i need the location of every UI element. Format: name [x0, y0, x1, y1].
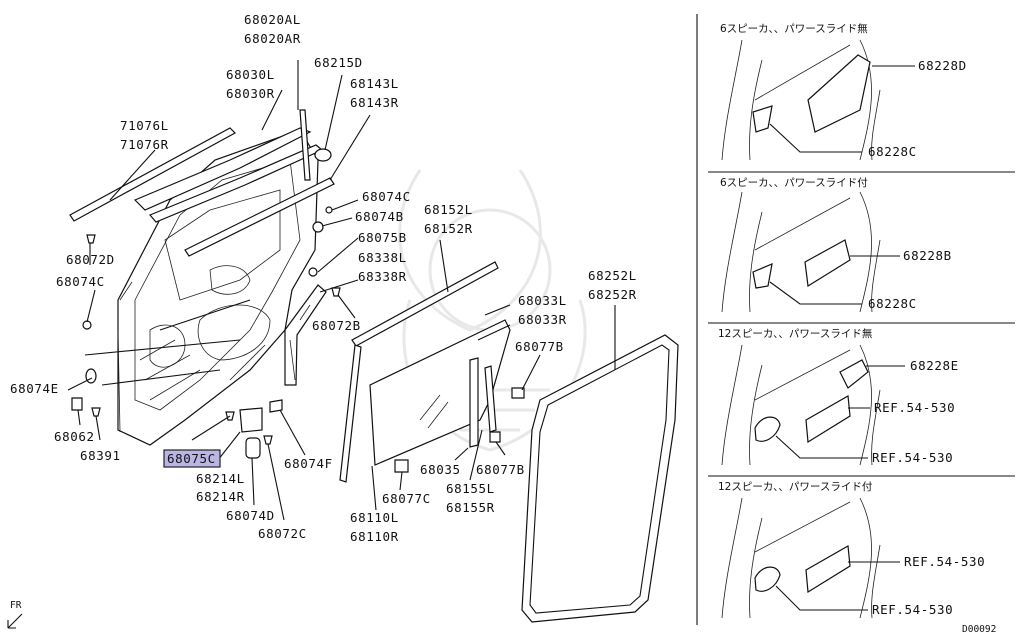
- panel-1-label-2: 68228C: [868, 144, 917, 159]
- label-68077b-bot: 68077B: [476, 462, 525, 477]
- diagram-code: D00092: [962, 624, 996, 635]
- leader-lines: [67, 60, 616, 521]
- label-68252r: 68252R: [588, 287, 637, 302]
- label-68155l: 68155L: [446, 481, 495, 496]
- small-parts: [71, 148, 525, 473]
- panel-1-title: 6スピーカ、、パワースライド無: [720, 22, 868, 35]
- label-68074c-left: 68074C: [56, 274, 105, 289]
- glass-run-channel: [339, 261, 499, 483]
- label-68035: 68035: [420, 462, 461, 477]
- panel-4-title: 12スピーカ、、パワースライド付: [718, 480, 872, 493]
- label-68074f: 68074F: [284, 456, 333, 471]
- regulator-rails: [469, 357, 497, 448]
- label-68143r: 68143R: [350, 95, 399, 110]
- label-68110l: 68110L: [350, 510, 399, 525]
- label-68020al: 68020AL: [244, 12, 301, 27]
- label-68077c: 68077C: [382, 491, 431, 506]
- highlight-68075c: [163, 449, 221, 468]
- label-68075c: 68075C: [167, 451, 216, 466]
- label-68074e: 68074E: [10, 381, 59, 396]
- panel-3-label-3: REF.54-530: [872, 450, 953, 465]
- label-68152r: 68152R: [424, 221, 473, 236]
- label-68152l: 68152L: [424, 202, 473, 217]
- label-71076l: 71076L: [120, 118, 169, 133]
- label-68214r: 68214R: [196, 489, 245, 504]
- label-68033r: 68033R: [518, 312, 567, 327]
- panel-2-title: 6スピーカ、、パワースライド付: [720, 176, 868, 189]
- label-71076r: 71076R: [120, 137, 169, 152]
- label-68338l: 68338L: [358, 250, 407, 265]
- front-direction-indicator: FR: [7, 600, 23, 629]
- label-68020ar: 68020AR: [244, 31, 301, 46]
- door-channel: [284, 284, 327, 386]
- label-68072d: 68072D: [66, 252, 115, 267]
- inset-panel-2: 6スピーカ、、パワースライド付 68228B 68228C: [720, 176, 952, 313]
- part-labels: 68020AL 68020AR 68030L 68030R 68215D 681…: [10, 12, 637, 544]
- fr-label: FR: [10, 600, 22, 611]
- label-68252l: 68252L: [588, 268, 637, 283]
- opening-weatherstrip: [521, 334, 679, 623]
- inset-panel-4: 12スピーカ、、パワースライド付 REF.54-530 REF.54-530: [718, 480, 985, 619]
- label-68062: 68062: [54, 429, 95, 444]
- belt-moulding: [69, 127, 236, 222]
- label-68110r: 68110R: [350, 529, 399, 544]
- panel-3-label-1: 68228E: [910, 358, 959, 373]
- panel-2-label-2: 68228C: [868, 296, 917, 311]
- label-68030r: 68030R: [226, 86, 275, 101]
- label-68072c: 68072C: [258, 526, 307, 541]
- lower-rail: [184, 177, 335, 257]
- panel-4-label-1: REF.54-530: [904, 554, 985, 569]
- label-68074c-top: 68074C: [362, 189, 411, 204]
- label-68033l: 68033L: [518, 293, 567, 308]
- fr-arrow-icon: [7, 613, 23, 629]
- label-68155r: 68155R: [446, 500, 495, 515]
- label-68215d: 68215D: [314, 55, 363, 70]
- label-68338r: 68338R: [358, 269, 407, 284]
- label-68391: 68391: [80, 448, 121, 463]
- panel-4-label-2: REF.54-530: [872, 602, 953, 617]
- upper-sash: [133, 109, 324, 223]
- label-68214l: 68214L: [196, 471, 245, 486]
- label-68143l: 68143L: [350, 76, 399, 91]
- inset-panels: 6スピーカ、、パワースライド無 68228D 68228C 6スピーカ、、パワー…: [696, 14, 1015, 635]
- label-68074d: 68074D: [226, 508, 275, 523]
- inset-panel-3: 12スピーカ、、パワースライド無 68228E REF.54-530 REF.5…: [718, 327, 959, 466]
- panel-3-title: 12スピーカ、、パワースライド無: [718, 327, 873, 340]
- label-68030l: 68030L: [226, 67, 275, 82]
- label-68072b: 68072B: [312, 318, 361, 333]
- inset-panel-1: 6スピーカ、、パワースライド無 68228D 68228C: [720, 22, 967, 161]
- label-68075b: 68075B: [358, 230, 407, 245]
- panel-3-label-2: REF.54-530: [874, 400, 955, 415]
- panel-2-label-1: 68228B: [903, 248, 952, 263]
- label-68077b-top: 68077B: [515, 339, 564, 354]
- panel-1-label-1: 68228D: [918, 58, 967, 73]
- label-68074b: 68074B: [355, 209, 404, 224]
